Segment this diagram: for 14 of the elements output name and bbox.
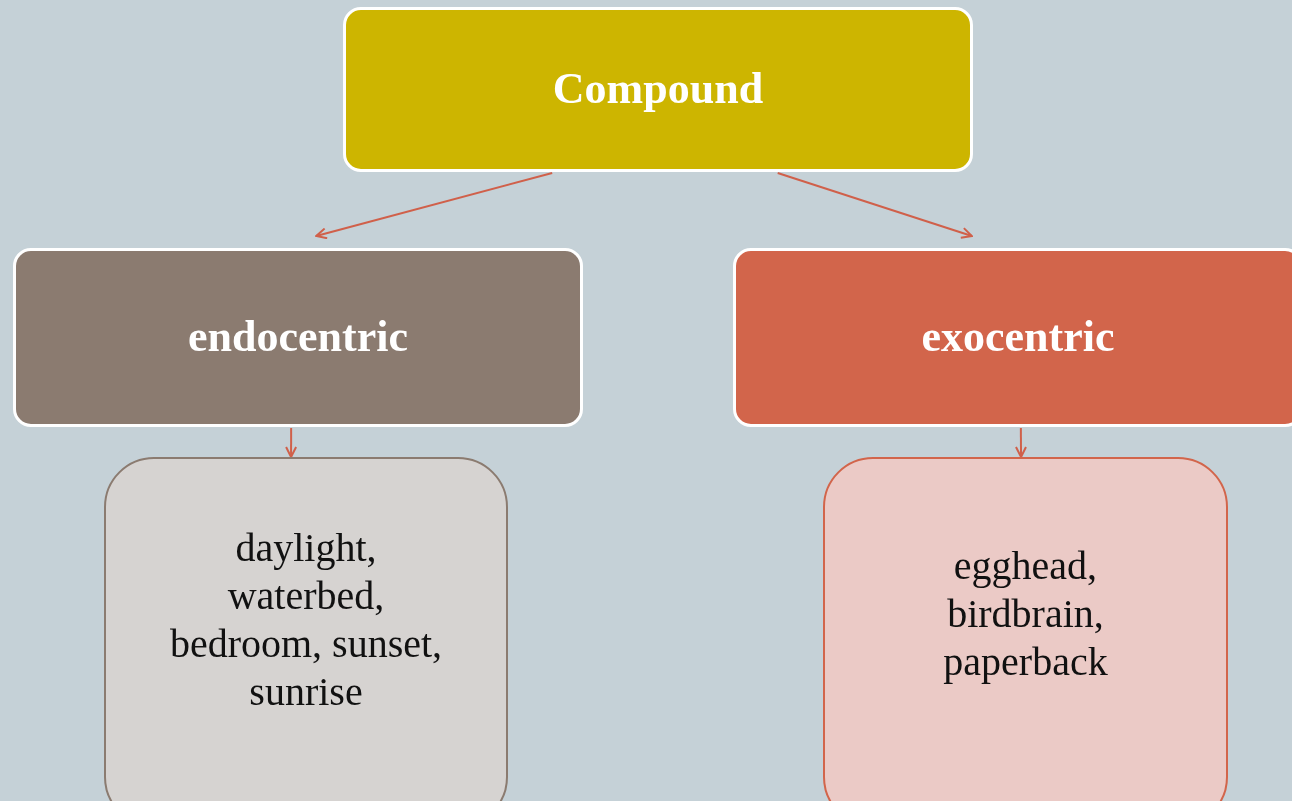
- arrow: [285, 427, 298, 458]
- node-label: exocentric: [921, 311, 1115, 364]
- node-label: egghead, birdbrain, paperback: [942, 542, 1109, 686]
- example-box: [823, 457, 1228, 801]
- example-box: [104, 457, 508, 801]
- arrow: [776, 172, 973, 239]
- node-label: Compound: [552, 63, 764, 116]
- category-box: [733, 248, 1292, 427]
- arrow: [315, 172, 554, 240]
- node-label: daylight, waterbed, bedroom, sunset, sunrise: [168, 524, 444, 716]
- category-box: [343, 7, 973, 172]
- node-label: endocentric: [188, 311, 408, 364]
- arrow: [1015, 427, 1027, 458]
- category-box: [13, 248, 583, 427]
